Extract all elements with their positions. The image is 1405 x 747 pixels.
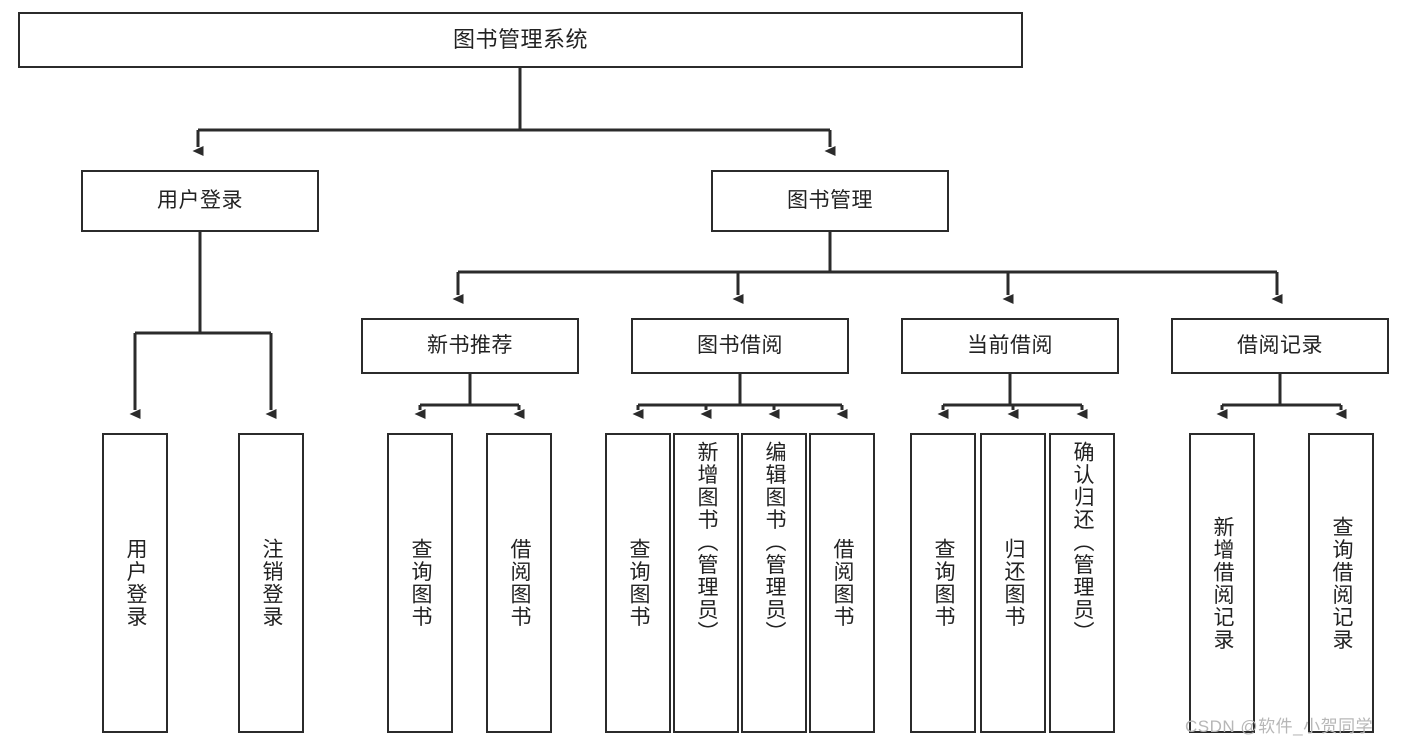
node-n-current[interactable]: 当前借阅 [901, 318, 1119, 374]
node-n-bookmgmt[interactable]: 图书管理 [711, 170, 949, 232]
node-l-cur-1[interactable]: 查询图书 [910, 433, 976, 733]
node-n-login[interactable]: 用户登录 [81, 170, 319, 232]
node-l-bor-1[interactable]: 查询图书 [605, 433, 671, 733]
node-l-login-1[interactable]: 用户登录 [102, 433, 168, 733]
node-l-bor-2[interactable]: 新增图书（管理员） [673, 433, 739, 733]
watermark: CSDN @软件_小贺同学 [1185, 717, 1374, 736]
node-l-cur-2[interactable]: 归还图书 [980, 433, 1046, 733]
node-n-records[interactable]: 借阅记录 [1171, 318, 1389, 374]
node-l-bor-4[interactable]: 借阅图书 [809, 433, 875, 733]
node-l-rec-1[interactable]: 新增借阅记录 [1189, 433, 1255, 733]
node-n-borrow[interactable]: 图书借阅 [631, 318, 849, 374]
node-n-newbook[interactable]: 新书推荐 [361, 318, 579, 374]
node-l-login-2[interactable]: 注销登录 [238, 433, 304, 733]
node-root[interactable]: 图书管理系统 [18, 12, 1023, 68]
node-l-new-1[interactable]: 查询图书 [387, 433, 453, 733]
node-l-rec-2[interactable]: 查询借阅记录 [1308, 433, 1374, 733]
node-l-cur-3[interactable]: 确认归还（管理员） [1049, 433, 1115, 733]
node-l-new-2[interactable]: 借阅图书 [486, 433, 552, 733]
node-l-bor-3[interactable]: 编辑图书（管理员） [741, 433, 807, 733]
